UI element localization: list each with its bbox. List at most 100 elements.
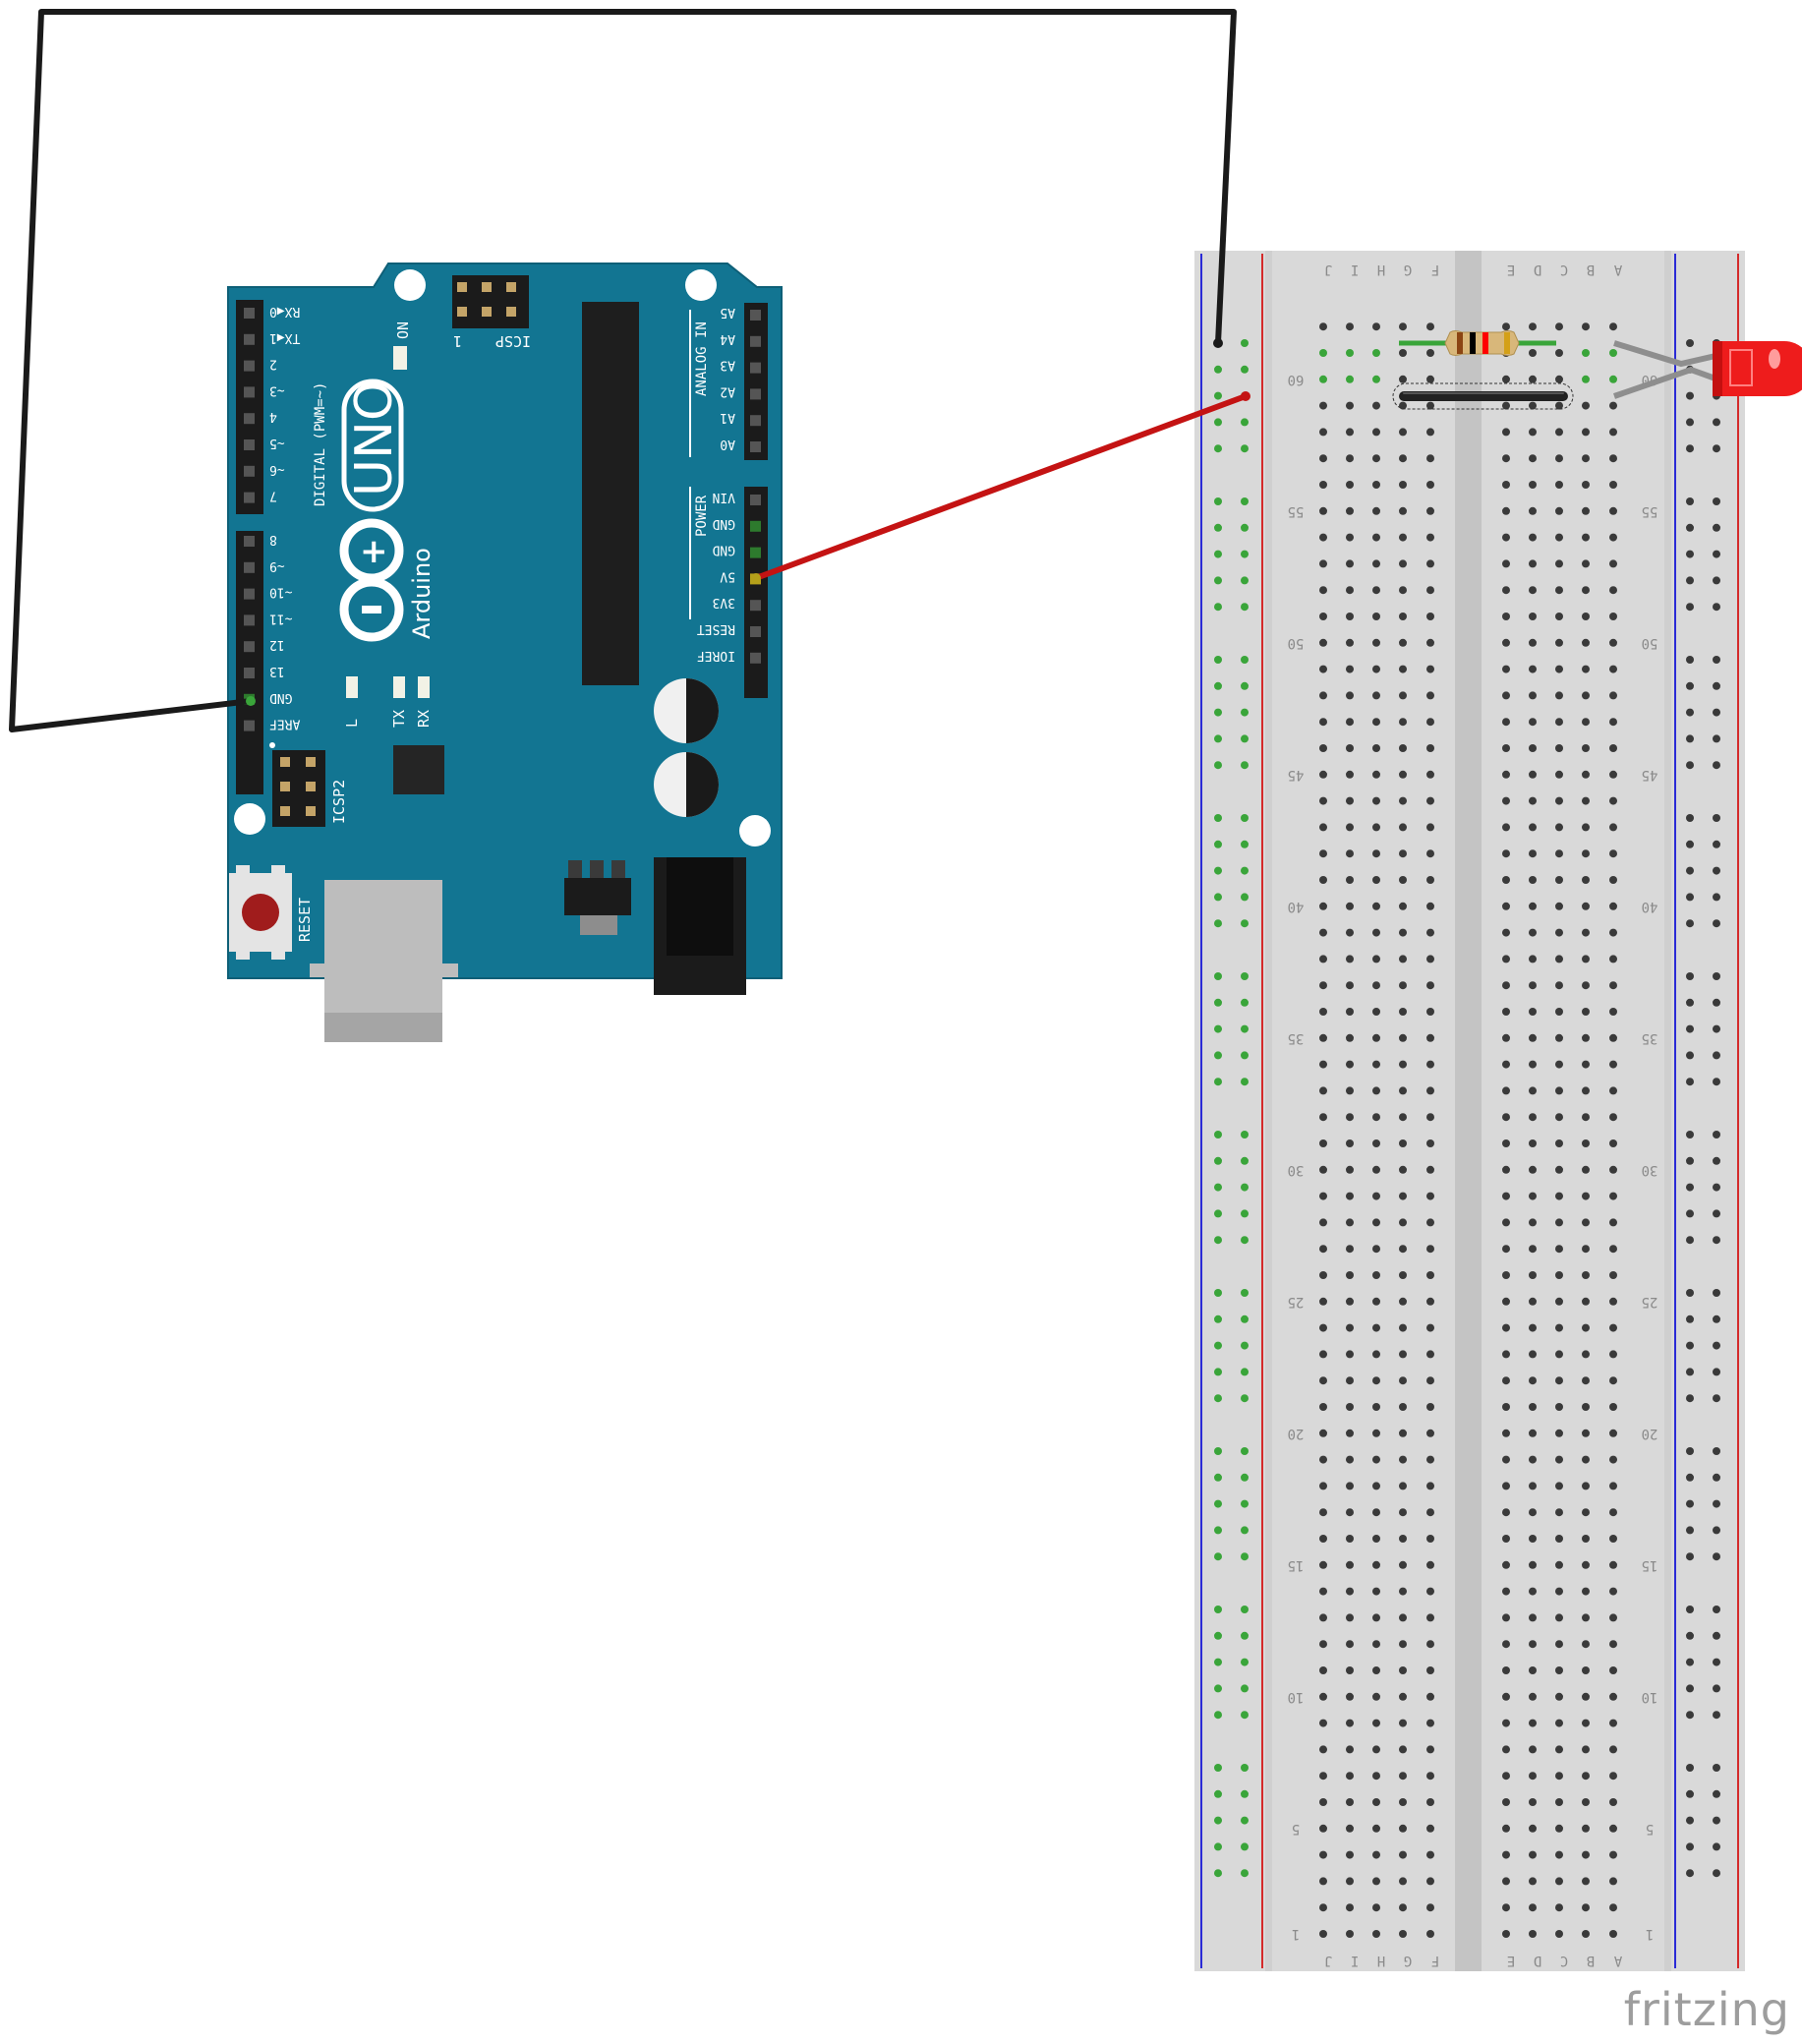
breadboard-hole bbox=[1502, 849, 1510, 858]
header-pin bbox=[244, 536, 255, 547]
breadboard-hole bbox=[1426, 928, 1434, 937]
power-rail-hole bbox=[1713, 814, 1720, 822]
breadboard-hole bbox=[1426, 1113, 1434, 1122]
power-rail-hole bbox=[1686, 972, 1694, 980]
digital-header-bottom bbox=[236, 531, 263, 794]
breadboard-hole bbox=[1426, 1772, 1434, 1781]
breadboard-hole bbox=[1555, 1692, 1563, 1701]
breadboard-hole bbox=[1609, 1824, 1617, 1833]
column-letter: D bbox=[1534, 1953, 1541, 1968]
breadboard-hole bbox=[1502, 1350, 1510, 1359]
breadboard-hole bbox=[1399, 454, 1407, 463]
breadboard-hole bbox=[1372, 665, 1380, 673]
breadboard-hole bbox=[1609, 1008, 1617, 1016]
breadboard-hole bbox=[1399, 1587, 1407, 1596]
breadboard-hole bbox=[1319, 428, 1327, 437]
breadboard-hole bbox=[1426, 613, 1434, 620]
icsp2-pin bbox=[280, 757, 290, 767]
usb-connector bbox=[310, 880, 458, 1042]
breadboard-hole bbox=[1529, 481, 1537, 489]
breadboard-hole bbox=[1502, 586, 1510, 595]
breadboard-hole bbox=[1502, 454, 1510, 463]
power-rail-hole bbox=[1713, 919, 1720, 928]
breadboard-hole bbox=[1399, 1903, 1407, 1912]
power-pin-label: GND bbox=[712, 516, 735, 531]
power-rail-hole bbox=[1713, 893, 1720, 902]
header-pin bbox=[750, 441, 761, 452]
breadboard-hole bbox=[1609, 770, 1617, 779]
breadboard-hole bbox=[1555, 876, 1563, 884]
power-rail-hole bbox=[1241, 1024, 1249, 1033]
breadboard-hole bbox=[1555, 718, 1563, 727]
breadboard-hole bbox=[1426, 1271, 1434, 1279]
power-rail-hole bbox=[1713, 1368, 1720, 1376]
header-pin bbox=[244, 439, 255, 450]
power-rail-hole bbox=[1686, 893, 1694, 902]
power-rail-hole bbox=[1214, 1869, 1222, 1878]
breadboard-hole bbox=[1319, 1323, 1327, 1332]
breadboard-hole bbox=[1346, 902, 1354, 910]
power-rail-hole bbox=[1686, 1869, 1694, 1878]
breadboard-hole bbox=[1399, 1824, 1407, 1833]
power-rail-hole bbox=[1686, 1368, 1694, 1376]
power-rail-hole bbox=[1214, 1816, 1222, 1825]
breadboard-hole bbox=[1319, 1613, 1327, 1622]
breadboard-hole bbox=[1399, 1033, 1407, 1042]
breadboard-hole bbox=[1555, 401, 1563, 410]
power-rail-hole bbox=[1214, 1526, 1222, 1535]
analog-pin-label: A4 bbox=[720, 331, 735, 346]
column-letter: I bbox=[1351, 1953, 1359, 1968]
power-rail-hole bbox=[1686, 1209, 1694, 1218]
breadboard-hole bbox=[1319, 691, 1327, 700]
breadboard-hole bbox=[1426, 1587, 1434, 1596]
model-label: UNO bbox=[345, 380, 404, 496]
breadboard-hole bbox=[1582, 428, 1590, 437]
breadboard-hole bbox=[1319, 1508, 1327, 1517]
header-pin bbox=[244, 465, 255, 477]
breadboard-hole bbox=[1555, 1745, 1563, 1754]
icsp-pin-one: 1 bbox=[453, 332, 462, 350]
power-rail-hole bbox=[1241, 1869, 1249, 1878]
digital-header-top bbox=[236, 300, 263, 514]
breadboard-hole bbox=[1582, 349, 1590, 357]
row-number: 5 bbox=[1292, 1821, 1300, 1837]
breadboard-hole bbox=[1426, 1455, 1434, 1464]
power-rail-hole bbox=[1686, 1131, 1694, 1139]
power-rail-hole bbox=[1686, 1156, 1694, 1165]
breadboard-hole bbox=[1529, 1877, 1537, 1886]
column-letter: F bbox=[1431, 262, 1439, 277]
breadboard-hole bbox=[1372, 428, 1380, 437]
row-number: 60 bbox=[1288, 372, 1305, 387]
jumper bbox=[1392, 382, 1574, 410]
breadboard-hole bbox=[1502, 796, 1510, 805]
breadboard-hole bbox=[1319, 928, 1327, 937]
breadboard-hole bbox=[1555, 1192, 1563, 1200]
breadboard-hole bbox=[1555, 981, 1563, 990]
breadboard-hole bbox=[1529, 401, 1537, 410]
breadboard-hole bbox=[1555, 1165, 1563, 1174]
breadboard-hole bbox=[1372, 718, 1380, 727]
breadboard-hole bbox=[1399, 1772, 1407, 1781]
breadboard-hole bbox=[1346, 1930, 1354, 1938]
power-rail-hole bbox=[1713, 1341, 1720, 1350]
power-rail-hole bbox=[1241, 1552, 1249, 1561]
power-rail-hole bbox=[1214, 734, 1222, 743]
breadboard-hole bbox=[1555, 1930, 1563, 1938]
breadboard-hole bbox=[1399, 1245, 1407, 1254]
breadboard-hole bbox=[1399, 718, 1407, 727]
breadboard-hole bbox=[1399, 401, 1407, 410]
breadboard-hole bbox=[1372, 1613, 1380, 1622]
breadboard-hole bbox=[1609, 1271, 1617, 1279]
icsp2-pin bbox=[280, 782, 290, 791]
breadboard-hole bbox=[1582, 1719, 1590, 1727]
breadboard-hole bbox=[1555, 613, 1563, 620]
breadboard-hole bbox=[1372, 1376, 1380, 1385]
power-rail-hole bbox=[1241, 1631, 1249, 1640]
power-pin-label: 5V bbox=[720, 568, 735, 583]
breadboard-hole bbox=[1319, 1297, 1327, 1306]
breadboard-hole bbox=[1502, 1640, 1510, 1649]
breadboard-hole bbox=[1609, 638, 1617, 647]
breadboard-hole bbox=[1346, 638, 1354, 647]
breadboard-hole bbox=[1399, 428, 1407, 437]
